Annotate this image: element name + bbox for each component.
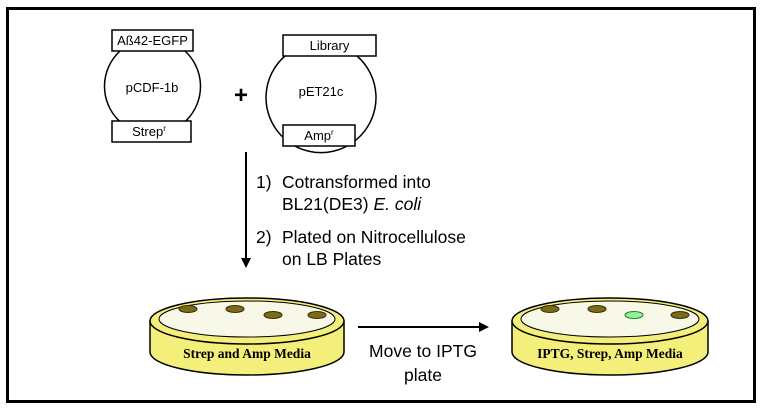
dish-right-agar — [520, 300, 700, 338]
dish-left-label: Strep and Amp Media — [183, 346, 311, 361]
plasmid1-name: pCDF-1b — [126, 80, 179, 95]
dish-left-agar — [158, 300, 336, 338]
colony — [307, 311, 327, 319]
step2-number: 2) — [256, 227, 272, 247]
plasmid1-top-box — [111, 29, 194, 52]
colony-fluorescent — [624, 311, 644, 319]
plasmid1-bottom-box — [111, 120, 192, 143]
colony — [540, 305, 560, 313]
plasmid2-top-label: Library — [310, 38, 350, 53]
petri-dish-left: Strep and Amp Media — [149, 297, 345, 376]
move-line2: plate — [404, 365, 442, 385]
colony — [670, 311, 690, 319]
steps-text: 1) Cotransformed into BL21(DE3) E. coli … — [256, 172, 466, 269]
colony — [263, 311, 283, 319]
plus-sign: + — [234, 82, 248, 109]
step2-line2: on LB Plates — [282, 249, 381, 269]
plasmid2-bottom-box — [282, 124, 356, 147]
plasmid-pcdf-1b: Aß42-EGFP pCDF-1b Strepr — [103, 29, 202, 143]
plasmid2-name: pET21c — [299, 84, 344, 99]
step2-line1: Plated on Nitrocellulose — [282, 227, 466, 247]
colony — [587, 305, 607, 313]
step1-line2: BL21(DE3) E. coli — [282, 194, 422, 214]
step1-line1: Cotransformed into — [282, 172, 431, 192]
plasmid1-top-label: Aß42-EGFP — [117, 33, 188, 48]
petri-dish-right: IPTG, Strep, Amp Media — [511, 297, 709, 376]
plasmid2-top-box — [282, 34, 377, 57]
move-line1: Move to IPTG — [369, 341, 477, 361]
dish-right-label: IPTG, Strep, Amp Media — [537, 346, 683, 361]
plasmid-pet21c: Library pET21c Ampr — [265, 34, 377, 154]
plasmid1-bottom-label: Strepr — [132, 124, 166, 139]
plasmid2-bottom-label: Ampr — [304, 128, 334, 143]
step1-number: 1) — [256, 172, 272, 192]
colony — [178, 305, 198, 313]
colony — [225, 305, 245, 313]
